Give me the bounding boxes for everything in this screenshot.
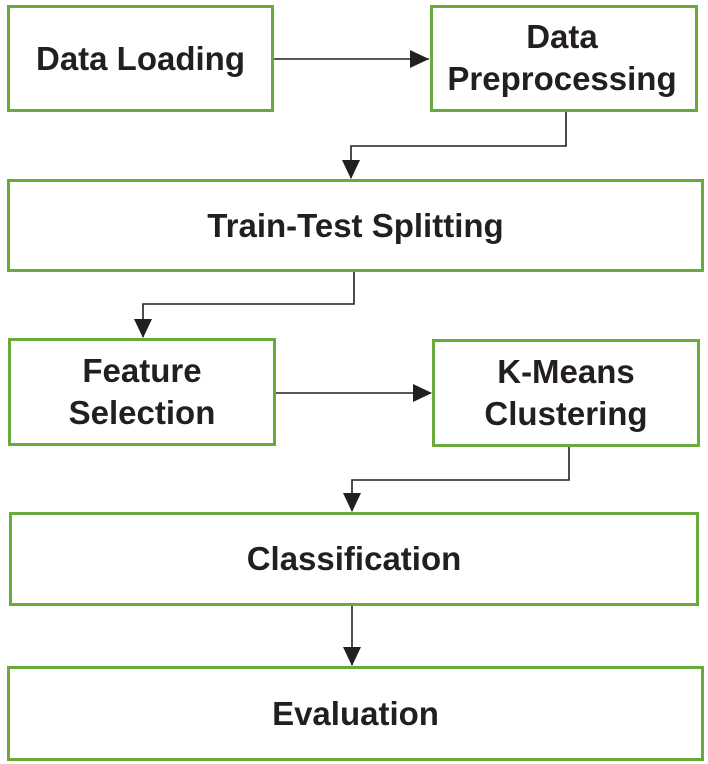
- data-loading-label: Data Loading: [35, 39, 245, 77]
- evaluation-label: Evaluation: [272, 694, 439, 732]
- data-loading-box: Data Loading: [7, 5, 274, 112]
- evaluation-box: Evaluation: [7, 666, 704, 761]
- data-preprocessing-box: Data Preprocessing: [430, 5, 698, 112]
- kmeans-clustering-label: K-Means Clustering: [484, 353, 648, 432]
- arrow-preprocessing-to-splitting: [350, 112, 567, 178]
- kmeans-clustering-box: K-Means Clustering: [432, 339, 700, 447]
- arrow-feature-to-kmeans-head: [413, 384, 432, 402]
- arrow-kmeans-to-classification: [351, 447, 570, 511]
- arrow-splitting-to-feature-head: [134, 319, 152, 338]
- arrow-preprocessing-to-splitting-head: [342, 160, 360, 179]
- train-test-splitting-label: Train-Test Splitting: [207, 206, 504, 244]
- arrow-kmeans-to-classification-head: [343, 493, 361, 512]
- arrow-classification-to-evaluation-head: [343, 647, 361, 666]
- classification-label: Classification: [246, 540, 462, 577]
- classification-box: Classification: [9, 512, 699, 606]
- arrow-splitting-to-feature: [142, 272, 355, 337]
- arrow-loading-to-preprocessing-head: [410, 50, 429, 68]
- feature-selection-label: Feature Selection: [68, 352, 216, 431]
- train-test-splitting-box: Train-Test Splitting: [7, 179, 704, 272]
- data-preprocessing-label: Data Preprocessing: [447, 17, 677, 97]
- feature-selection-box: Feature Selection: [8, 338, 276, 446]
